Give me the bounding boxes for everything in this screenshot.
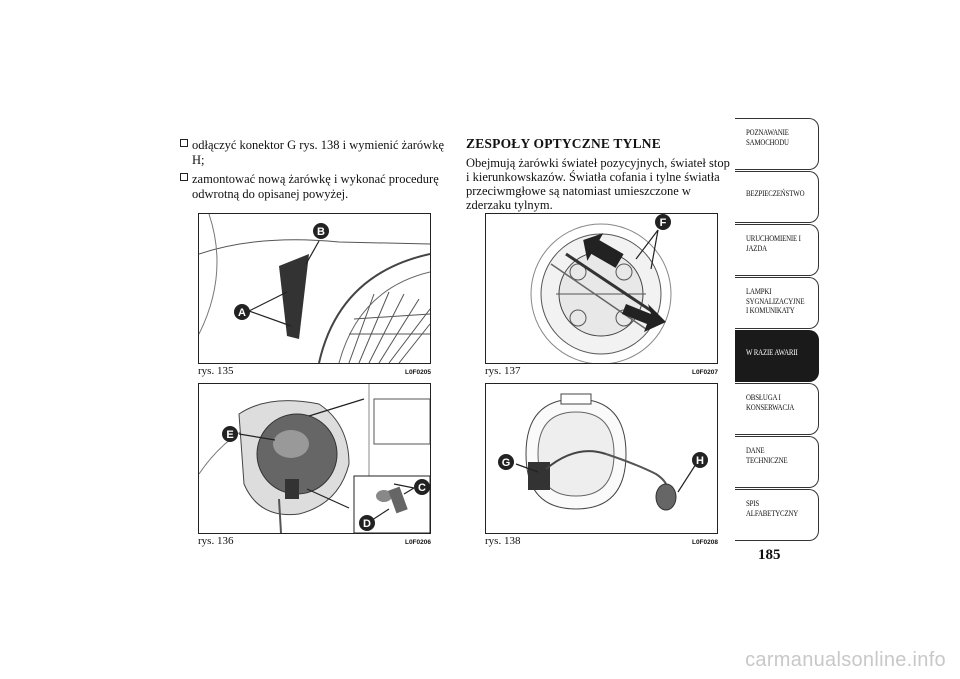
figure-caption: rys. 137	[485, 365, 521, 377]
instruction-list: odłączyć konektor G rys. 138 i wymienić …	[180, 138, 448, 206]
figure-137: F rys. 137 L0F0207	[485, 213, 718, 377]
section-rear-lights: ZESPOŁY OPTYCZNE TYLNE Obejmują żarówki …	[466, 136, 736, 212]
callout-label: F	[660, 217, 667, 229]
tab-uruchomienie-i-jazda[interactable]: URUCHOMIENIE I JAZDA	[735, 224, 819, 276]
instruction-item: odłączyć konektor G rys. 138 i wymienić …	[180, 138, 448, 168]
section-body: Obejmują żarówki świateł pozycyjnych, św…	[466, 156, 730, 212]
figure-135: B A rys. 135 L0F0205	[198, 213, 431, 377]
tab-spis-alfabetyczny[interactable]: SPIS ALFABETYCZNY	[735, 489, 819, 541]
checkbox-bullet-icon	[180, 139, 188, 147]
figure-code: L0F0207	[691, 369, 718, 376]
callout-label: A	[238, 307, 246, 319]
tab-poznawanie-samochodu[interactable]: POZNAWANIE SAMOCHODU	[735, 118, 819, 170]
section-title: ZESPOŁY OPTYCZNE TYLNE	[466, 136, 661, 151]
page-number: 185	[758, 547, 781, 563]
callout-label: E	[226, 429, 233, 441]
figure-image: B A	[198, 213, 431, 364]
callout-label: H	[696, 455, 704, 467]
watermark: carmanualsonline.info	[745, 649, 946, 671]
figure-image: F	[485, 213, 718, 364]
figure-caption: rys. 138	[485, 535, 521, 547]
instruction-text: zamontować nową żarówkę i wykonać proced…	[192, 172, 439, 201]
tab-dane-techniczne[interactable]: DANE TECHNICZNE	[735, 436, 819, 488]
car-wheel-arch-illustration: B A	[199, 214, 430, 363]
figure-code: L0F0205	[404, 369, 431, 376]
tab-obsluga-i-konserwacja[interactable]: OBSŁUGA I KONSERWACJA	[735, 383, 819, 435]
tab-lampki-sygnalizacyjne[interactable]: LAMPKI SYGNALIZACYJNE I KOMUNIKATY	[735, 277, 819, 329]
callout-label: D	[363, 518, 371, 530]
figure-image: G H	[485, 383, 718, 534]
figure-code: L0F0206	[404, 539, 431, 546]
rear-light-bulb-holder-illustration: F	[530, 214, 672, 363]
figure-136: E C D rys. 136 L0F0206	[198, 383, 431, 547]
callout-label: C	[418, 482, 426, 494]
tab-bezpieczenstwo[interactable]: BEZPIECZEŃSTWO	[735, 171, 819, 223]
callout-label: B	[317, 226, 325, 238]
checkbox-bullet-icon	[180, 173, 188, 181]
instruction-item: zamontować nową żarówkę i wykonać proced…	[180, 172, 448, 202]
headlamp-cover-illustration: E C D	[199, 384, 430, 533]
instruction-text: odłączyć konektor G rys. 138 i wymienić …	[192, 138, 445, 167]
figure-caption: rys. 135	[198, 365, 234, 377]
bulb-connector-illustration: G H	[498, 393, 708, 511]
figure-image: E C D	[198, 383, 431, 534]
tab-w-razie-awarii[interactable]: W RAZIE AWARII	[735, 330, 819, 382]
callout-label: G	[502, 457, 511, 469]
figure-138: G H rys. 138 L0F0208	[485, 383, 718, 547]
figure-caption: rys. 136	[198, 535, 234, 547]
figure-code: L0F0208	[691, 539, 718, 546]
